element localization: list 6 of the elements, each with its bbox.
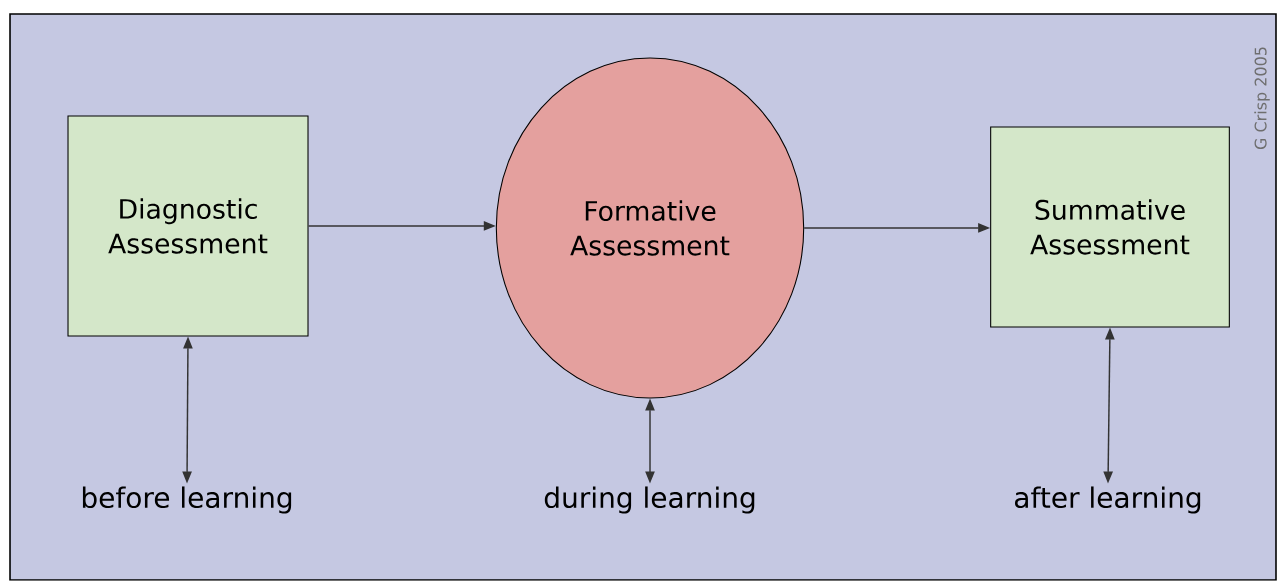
credit-note: G Crisp 2005 xyxy=(1254,47,1270,150)
stage-label: after learning xyxy=(1015,486,1201,514)
stage-label: during learning xyxy=(544,486,755,514)
process-box: Summative Assessment xyxy=(990,126,1230,328)
process-box: Diagnostic Assessment xyxy=(67,115,309,337)
stage-label: before learning xyxy=(82,486,292,514)
